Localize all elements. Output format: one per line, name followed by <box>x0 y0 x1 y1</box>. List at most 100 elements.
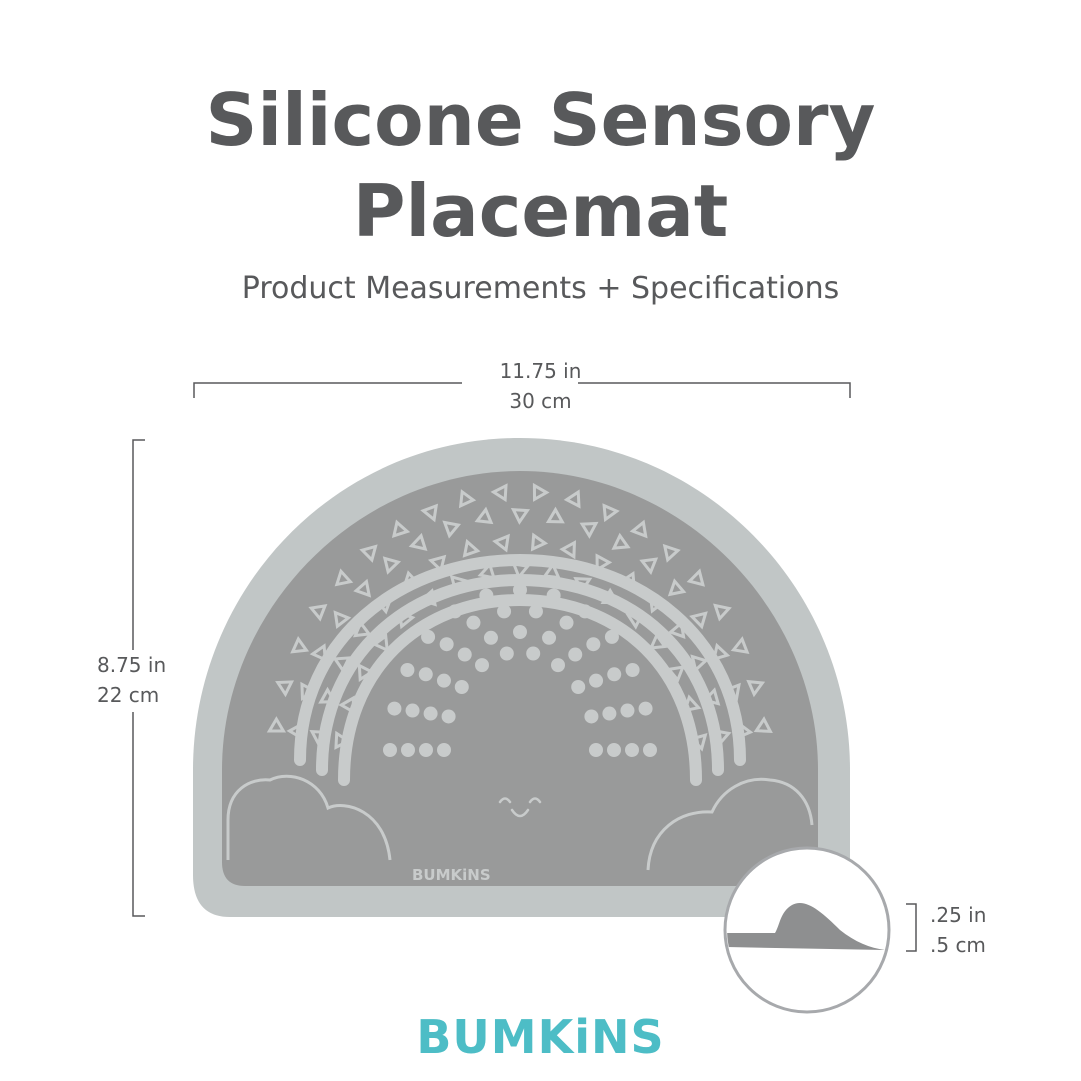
triangle-bump <box>427 554 447 574</box>
triangle-bump <box>713 603 732 622</box>
triangle-bump <box>746 679 766 698</box>
triangle-bump <box>352 619 372 638</box>
right-cloud <box>646 777 814 871</box>
triangle-bump <box>530 532 549 552</box>
dot-bump <box>559 615 574 630</box>
dot-bump <box>383 743 397 757</box>
triangle-bump <box>689 733 708 752</box>
dot-bump <box>497 604 512 619</box>
dot-bump <box>454 680 469 695</box>
dot-bump <box>546 588 561 603</box>
dot-bump <box>419 743 433 757</box>
dot-bump <box>620 703 635 718</box>
width-label: 11.75 in 30 cm <box>0 356 1081 416</box>
width-inches: 11.75 in <box>499 359 582 383</box>
dot-bump <box>643 743 657 757</box>
dot-bump <box>578 604 592 619</box>
left-cloud <box>226 774 392 861</box>
triangle-bump <box>579 521 599 539</box>
height-inches: 8.75 in <box>97 653 167 677</box>
dot-bump <box>436 673 451 688</box>
triangle-bump <box>490 483 508 503</box>
dot-bump <box>607 667 622 682</box>
triangle-bump <box>397 610 416 630</box>
thickness-cross-section <box>727 903 885 950</box>
dot-bump <box>602 706 617 721</box>
triangle-bump <box>420 503 439 523</box>
page-title-line-1: Silicone Sensory <box>205 78 876 162</box>
triangle-bump <box>359 544 378 563</box>
dot-bump <box>513 625 527 639</box>
triangle-bump <box>532 482 550 502</box>
height-centimeters: 22 cm <box>97 683 160 707</box>
dot-bump <box>439 637 454 652</box>
dot-bump <box>441 709 456 724</box>
triangle-bump <box>511 562 531 580</box>
triangle-bump <box>309 643 327 663</box>
triangle-bump <box>371 633 389 653</box>
smiley-face <box>498 797 542 818</box>
triangle-bump <box>690 654 709 673</box>
dot-bump <box>568 647 583 662</box>
triangle-bump <box>338 695 355 715</box>
dot-bump <box>571 680 586 695</box>
dot-bump <box>604 629 619 644</box>
dot-bump <box>400 663 415 677</box>
dot-bump <box>586 637 601 652</box>
triangle-bump <box>300 681 318 701</box>
triangle-bump <box>492 533 510 553</box>
triangle-bump <box>666 665 686 683</box>
triangle-bump <box>442 520 462 539</box>
dot-bump <box>499 646 514 661</box>
width-centimeters: 30 cm <box>509 389 572 413</box>
triangle-bump <box>542 561 562 580</box>
triangle-bump <box>474 506 494 525</box>
triangle-texture-rows <box>266 482 773 752</box>
triangle-bump <box>266 716 287 733</box>
triangle-bump <box>600 587 620 604</box>
bumkins-logo: BUMKiNS <box>416 1010 665 1064</box>
triangle-bump <box>286 721 304 741</box>
height-dimension-line <box>132 439 145 917</box>
mat-imprint-logo: BUMKiNS <box>412 866 491 884</box>
triangle-bump <box>382 556 402 575</box>
triangle-bump <box>611 532 631 550</box>
triangle-bump <box>618 570 636 590</box>
triangle-bump <box>290 635 310 654</box>
triangle-bump <box>701 687 721 706</box>
triangle-bump <box>648 594 667 614</box>
triangle-bump <box>408 532 428 552</box>
dot-bump <box>528 604 543 619</box>
triangle-bump <box>391 519 411 539</box>
dot-bump <box>526 646 541 661</box>
thickness-inset <box>723 846 891 1014</box>
dot-bump <box>466 615 481 630</box>
triangle-bump <box>686 568 705 587</box>
triangle-bump <box>595 553 613 573</box>
width-dimension-line <box>193 382 851 398</box>
triangle-bump <box>309 730 329 747</box>
triangle-bump <box>418 588 438 607</box>
triangle-bump <box>545 506 565 524</box>
dot-texture-rows <box>383 583 657 757</box>
triangle-bump <box>629 519 648 539</box>
triangle-bump <box>353 578 372 598</box>
triangle-bump <box>357 663 375 682</box>
triangle-bump <box>334 730 352 750</box>
dot-bump <box>513 583 527 597</box>
dot-bump <box>607 743 621 757</box>
triangle-bump <box>662 543 681 563</box>
dot-bump <box>457 647 472 662</box>
dot-bump <box>387 701 402 716</box>
dot-bump <box>437 743 451 757</box>
page-title-line-2: Placemat <box>352 169 729 253</box>
height-label: 8.75 in 22 cm <box>97 650 177 710</box>
triangle-bump <box>462 538 481 558</box>
dot-bump <box>625 743 639 757</box>
thickness-label: .25 in .5 cm <box>930 900 1010 960</box>
triangle-bump <box>332 656 352 674</box>
triangle-bump <box>735 721 754 740</box>
triangle-bump <box>458 489 477 509</box>
dot-bump <box>401 743 415 757</box>
